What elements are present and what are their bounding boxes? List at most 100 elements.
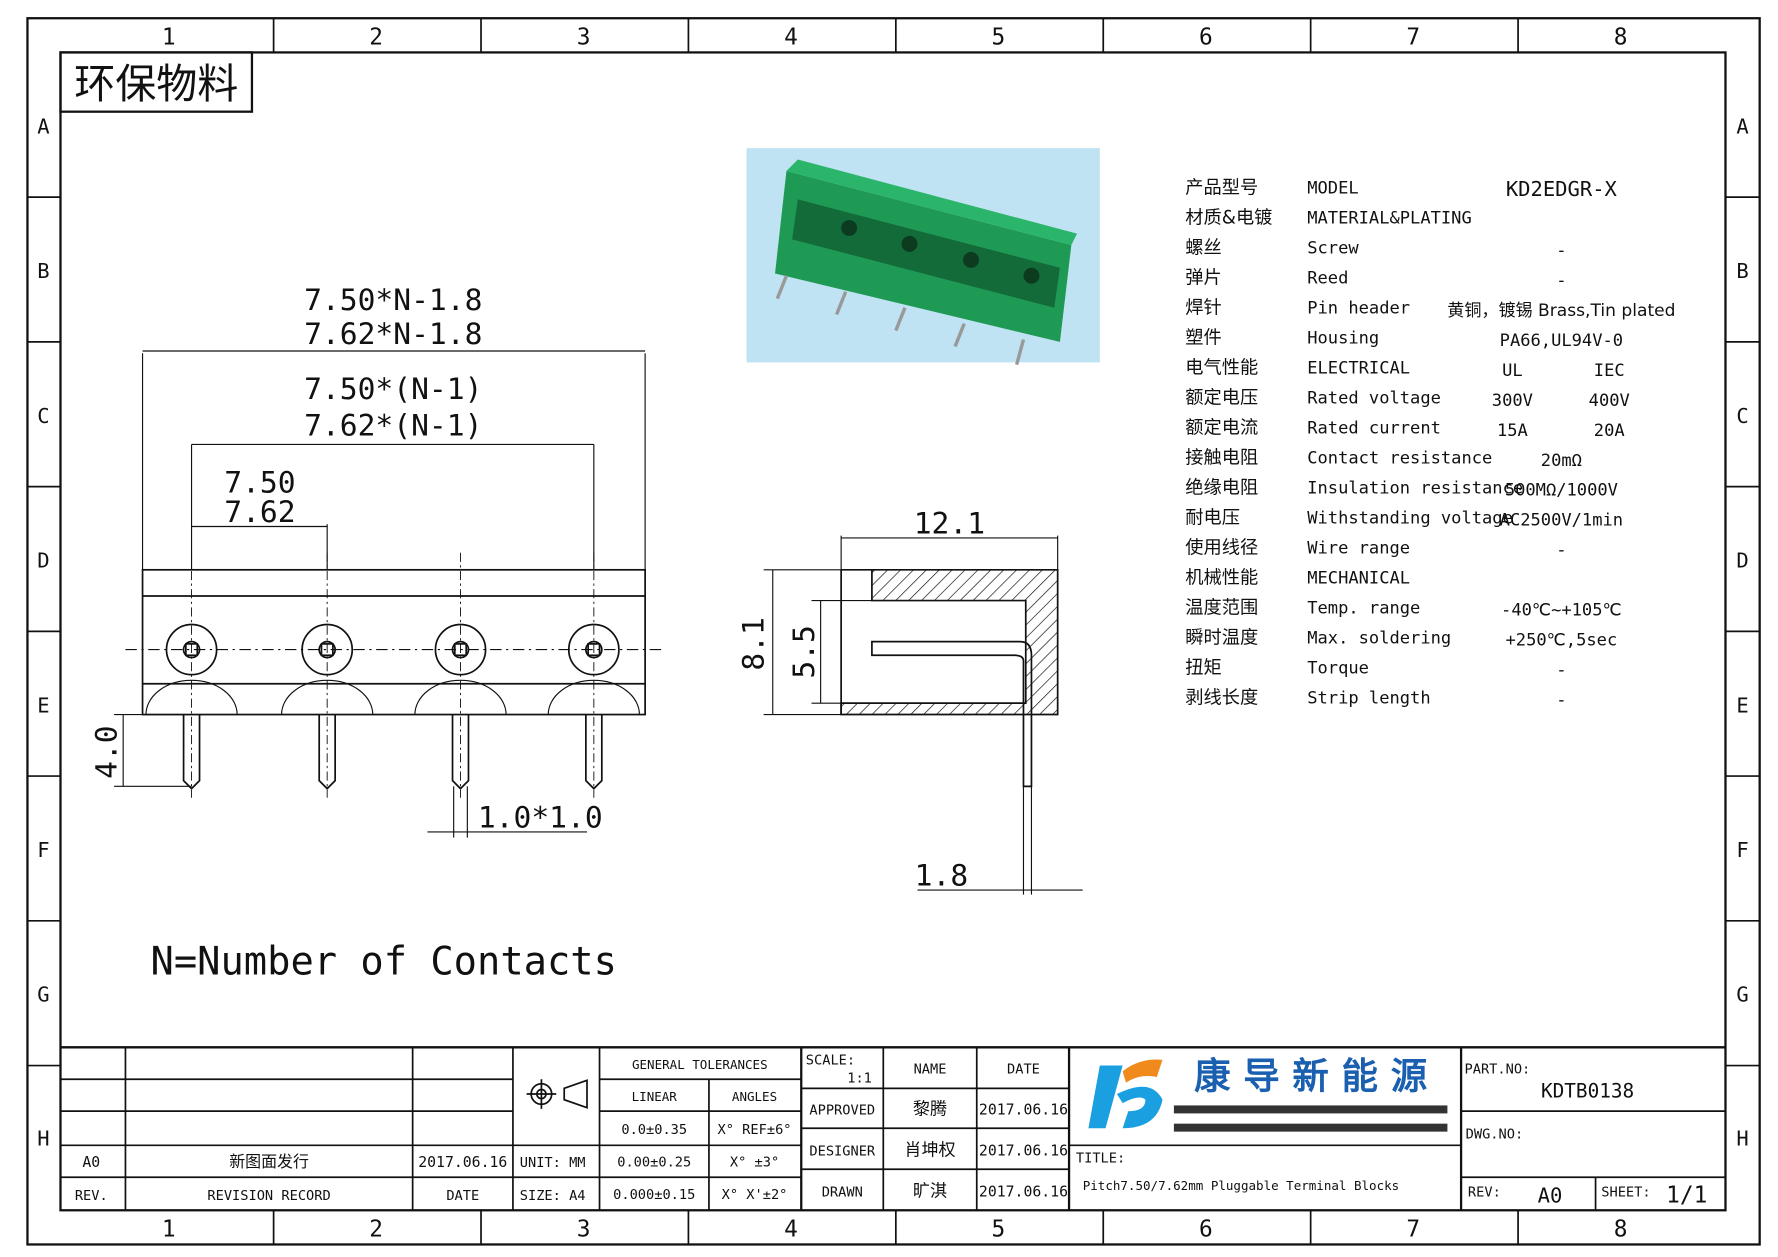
spec-cn-label: 耐电压 (1185, 507, 1240, 528)
row-label-left: D (37, 549, 49, 573)
scale-label: SCALE: (806, 1052, 855, 1068)
role-label: DRAWN (822, 1185, 863, 1201)
contacts-note: N=Number of Contacts (151, 939, 617, 984)
date-header: DATE (446, 1188, 479, 1204)
spec-cn-label: 焊针 (1185, 298, 1221, 319)
dim-span-762: 7.62*(N-1) (304, 407, 482, 442)
spec-value: KD2EDGR-X (1506, 177, 1618, 201)
spec-value: 黄铜，镀锡 Brass,Tin plated (1447, 301, 1675, 321)
projection-symbol-icon (526, 1079, 588, 1109)
spec-en-label: Pin header (1307, 299, 1410, 319)
sheet-label: SHEET: (1601, 1185, 1650, 1201)
spec-cn-label: 产品型号 (1185, 178, 1258, 199)
spec-en-label: Temp. range (1307, 598, 1420, 618)
spec-value: - (1556, 661, 1566, 681)
dim-pitch-762: 7.62 (224, 494, 295, 529)
spec-value: - (1556, 271, 1566, 291)
person-name: 黎腾 (913, 1100, 947, 1120)
column-label-top: 8 (1614, 24, 1628, 50)
spec-cn-label: 剥线长度 (1185, 687, 1258, 708)
dim-pitch-750: 7.50 (224, 464, 295, 499)
terminal-pin (414, 552, 507, 798)
spec-value: 20mΩ (1541, 451, 1582, 471)
date-header-2: DATE (1007, 1062, 1040, 1078)
scale-value: 1:1 (847, 1071, 872, 1087)
column-label-top: 4 (784, 24, 798, 50)
tolerances-title: GENERAL TOLERANCES (632, 1057, 768, 1072)
title-block-text: A0 新图面发行 2017.06.16 REV. REVISION RECORD… (75, 1052, 1707, 1208)
sign-date: 2017.06.16 (979, 1184, 1068, 1201)
name-header: NAME (914, 1062, 947, 1078)
tolerance-angle: X° X'±2° (722, 1187, 788, 1203)
rev-row-record: 新图面发行 (229, 1152, 309, 1171)
rev-row-date: 2017.06.16 (418, 1154, 507, 1171)
column-label-bottom: 5 (992, 1216, 1006, 1242)
dim-span-750: 7.50*(N-1) (304, 371, 482, 406)
row-label-left: E (37, 693, 49, 717)
front-dimensions: 7.50*N-1.8 7.62*N-1.8 7.50*(N-1) 7.62*(N… (88, 282, 602, 834)
spec-value: +250℃,5sec (1506, 631, 1618, 651)
sheet-value: 1/1 (1666, 1182, 1707, 1208)
part-no-label: PART.NO: (1465, 1062, 1531, 1078)
tolerance-linear: 0.000±0.15 (613, 1187, 695, 1203)
spec-en-label: Torque (1307, 658, 1369, 678)
rev-label: REV: (1468, 1185, 1501, 1201)
column-label-bottom: 4 (784, 1216, 798, 1242)
spec-en-label: Housing (1307, 329, 1379, 349)
terminal-pin (547, 552, 640, 798)
row-label-right: F (1736, 838, 1748, 862)
drawing-title: Pitch7.50/7.62mm Pluggable Terminal Bloc… (1083, 1178, 1399, 1193)
dim-depth: 12.1 (914, 505, 985, 540)
spec-value: PA66,UL94V-0 (1500, 331, 1623, 351)
spec-cn-label: 瞬时温度 (1185, 627, 1258, 648)
column-label-top: 1 (162, 24, 176, 50)
title-label: TITLE: (1076, 1150, 1125, 1166)
row-label-right: C (1736, 404, 1748, 428)
row-label-left: C (37, 404, 49, 428)
front-view (114, 350, 662, 838)
spec-en-label: Reed (1307, 269, 1348, 289)
column-label-bottom: 3 (577, 1216, 591, 1242)
column-label-top: 3 (577, 24, 591, 50)
spec-value: - (1556, 691, 1566, 711)
spec-iec-value: 20A (1594, 421, 1625, 441)
revision-record-header: REVISION RECORD (207, 1188, 330, 1204)
row-label-left: G (37, 983, 49, 1007)
spec-ul-value: UL (1502, 361, 1523, 381)
spec-en-label: Screw (1307, 239, 1359, 259)
dim-pin-length: 4.0 (88, 725, 123, 779)
eco-stamp: 环保物料 (59, 51, 254, 113)
spec-en-label: Rated voltage (1307, 389, 1441, 409)
spec-value: -40℃~+105℃ (1501, 601, 1622, 621)
spec-en-label: Contact resistance (1307, 448, 1492, 468)
terminal-pin (145, 552, 238, 798)
column-label-bottom: 8 (1614, 1216, 1628, 1242)
terminal-pin (281, 552, 374, 798)
column-label-bottom: 6 (1199, 1216, 1213, 1242)
spec-en-label: ELECTRICAL (1307, 359, 1410, 379)
dim-overall-762: 7.62*N-1.8 (304, 316, 482, 351)
row-label-right: G (1736, 983, 1748, 1007)
column-label-top: 2 (369, 24, 383, 50)
part-number: KDTB0138 (1541, 1079, 1634, 1102)
column-label-bottom: 2 (369, 1216, 383, 1242)
eco-stamp-text: 环保物料 (74, 60, 238, 108)
rev-value: A0 (1538, 1183, 1563, 1207)
column-label-top: 6 (1199, 24, 1213, 50)
row-label-left: B (37, 259, 49, 283)
tolerance-linear: 0.00±0.25 (617, 1154, 691, 1170)
side-view (763, 535, 1083, 895)
tolerance-linear: 0.0±0.35 (621, 1122, 687, 1138)
